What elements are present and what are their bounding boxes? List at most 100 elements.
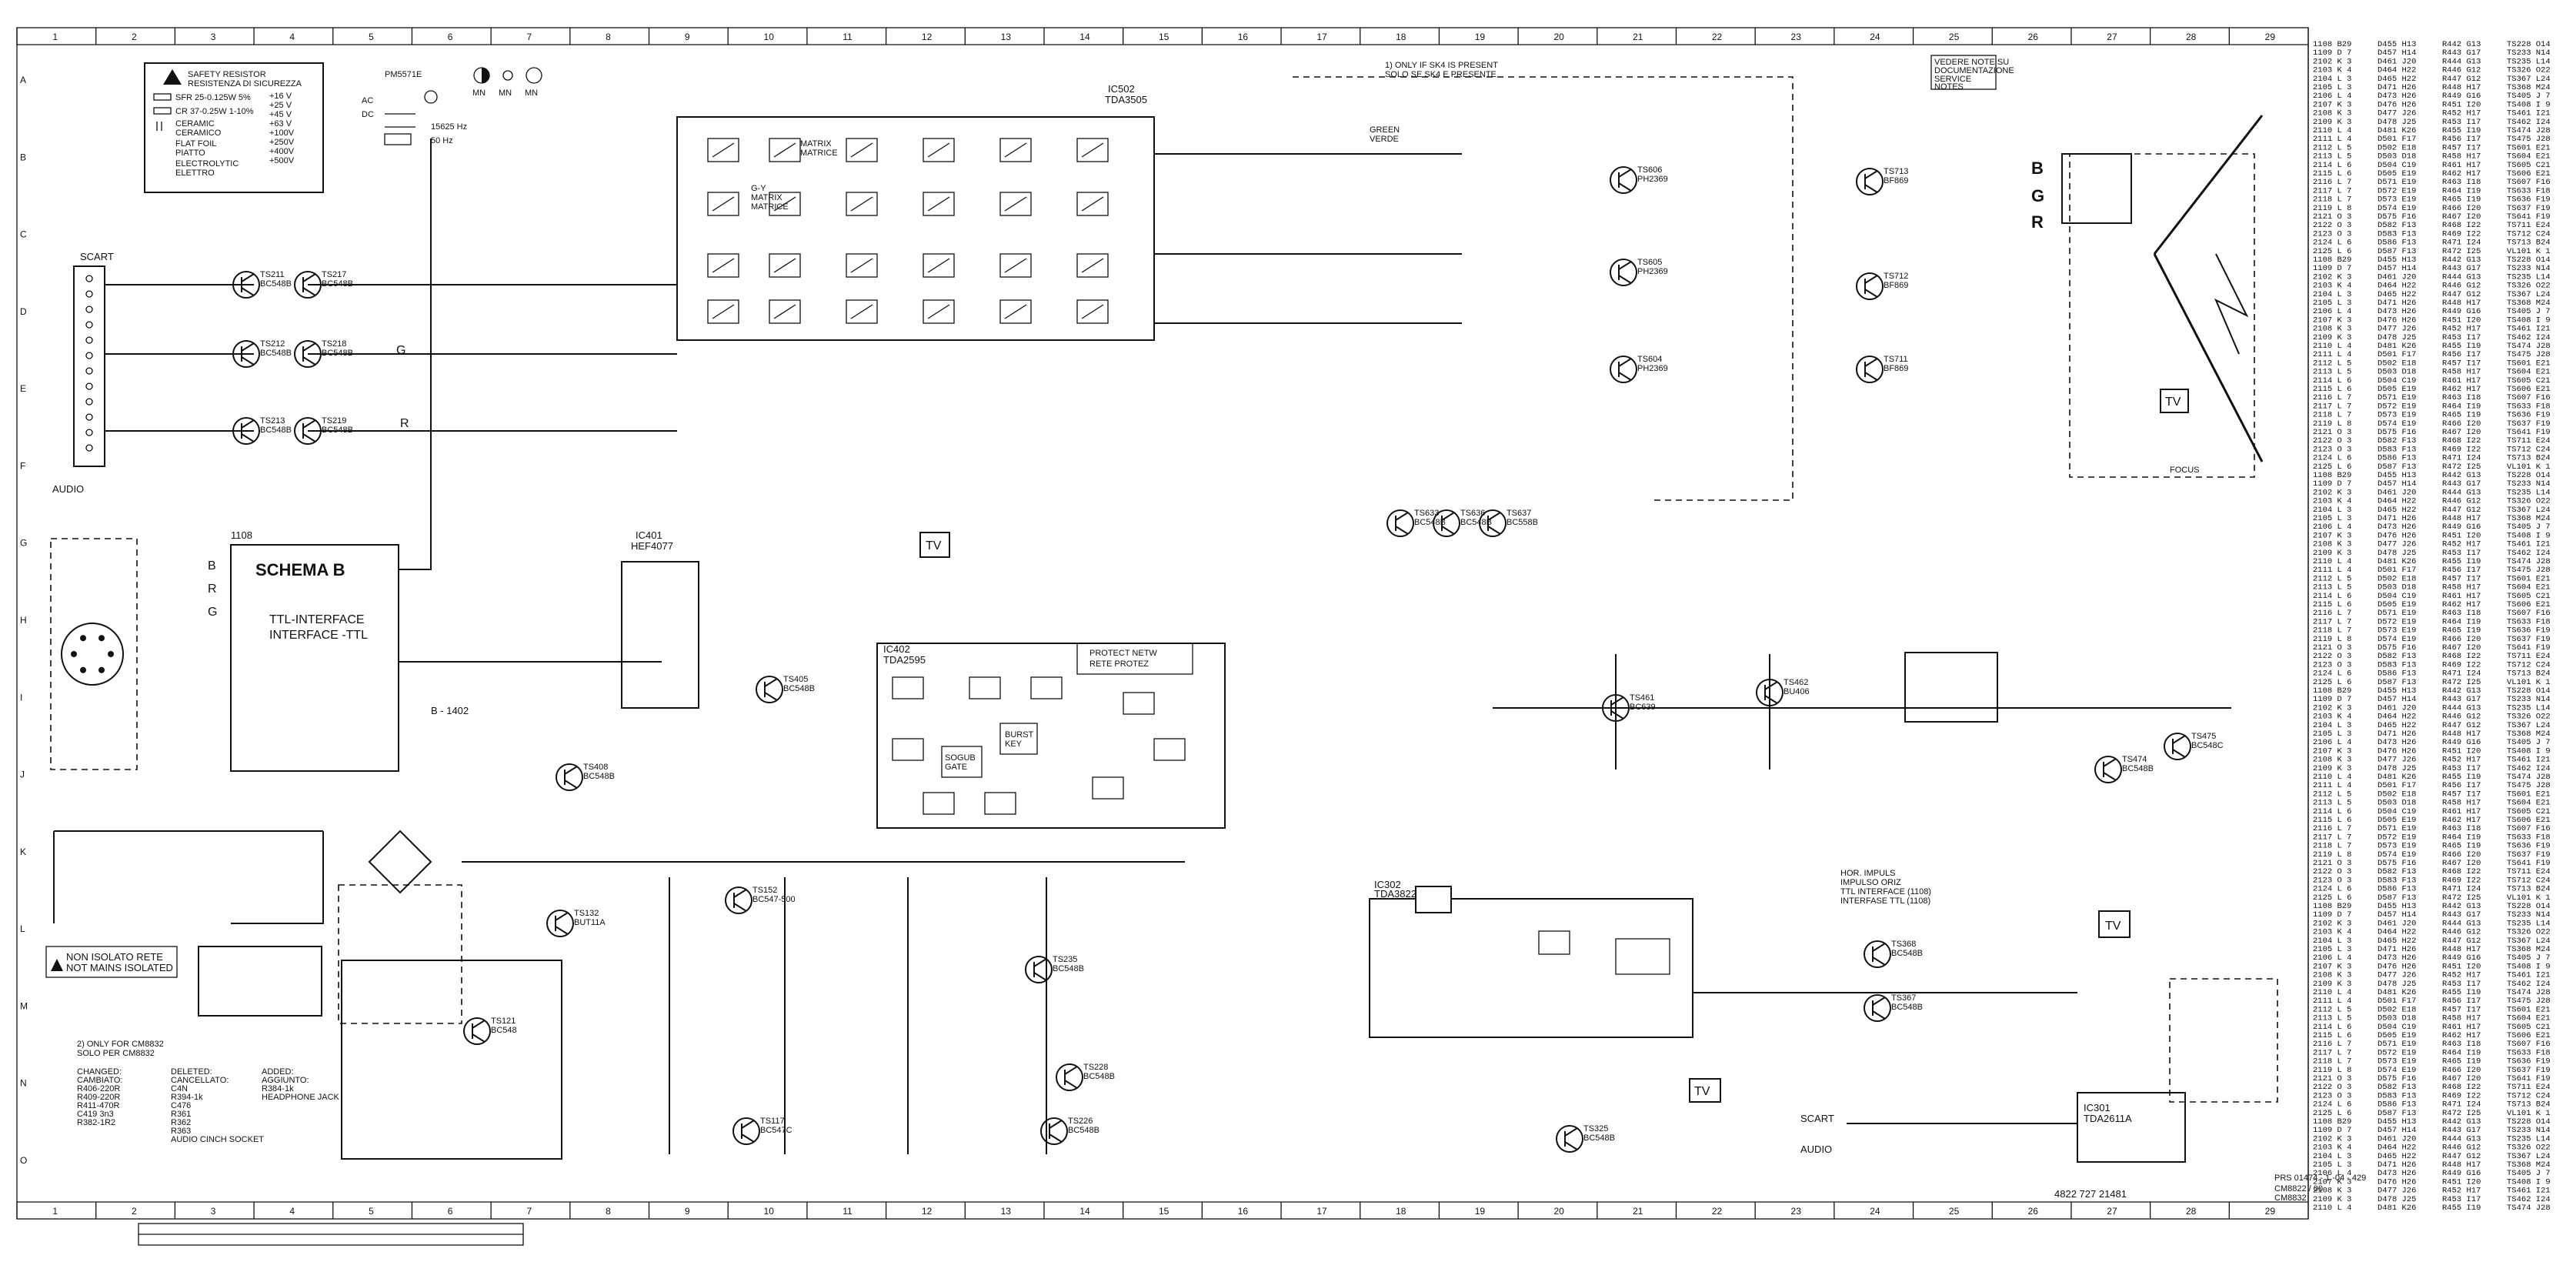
transistor-ref: TS212 <box>260 339 285 349</box>
parts-table-cell: TS601 E21 <box>2507 359 2551 368</box>
note-line: DELETED: <box>171 1067 212 1077</box>
parts-table-cell: 2104 L 3 <box>2313 1152 2351 1161</box>
parts-table-cell: R464 I19 <box>2442 617 2481 626</box>
parts-table-cell: 2103 K 4 <box>2313 282 2351 291</box>
parts-table-cell: 2124 L 6 <box>2313 454 2351 463</box>
parts-table-cell: TS462 I24 <box>2507 118 2551 127</box>
parts-table-cell: D455 H13 <box>2377 902 2416 911</box>
parts-table-cell: TS712 C24 <box>2507 229 2551 239</box>
grid-number-bottom: 23 <box>1791 1206 1802 1217</box>
hor-pulse-3: INTERFASE TTL (1108) <box>1840 896 1930 906</box>
parts-table-cell: D477 J26 <box>2377 325 2416 334</box>
transistor-type: PH2369 <box>1637 364 1668 373</box>
grid-number-top: 16 <box>1238 32 1249 42</box>
parts-table-cell: D478 J25 <box>2377 118 2416 127</box>
ic401-label: IC401 <box>636 529 662 541</box>
scart-pin <box>85 382 93 390</box>
transistor-ref: TS213 <box>260 416 285 426</box>
parts-table-cell: TS233 N14 <box>2507 1126 2551 1135</box>
parts-table-cell: TS712 C24 <box>2507 445 2551 454</box>
ic-cell <box>769 192 801 216</box>
parts-table-cell: R464 I19 <box>2442 833 2481 842</box>
transistor-type: BC548B <box>1891 949 1923 958</box>
parts-table-cell: R467 I20 <box>2442 643 2481 653</box>
only-for-1: SOLO PER CM8832 <box>77 1049 155 1058</box>
voltage-scale-item: +45 V <box>269 110 292 119</box>
parts-table-cell: D455 H13 <box>2377 686 2416 696</box>
isolation-label-1: NOT MAINS ISOLATED <box>66 962 173 973</box>
parts-table-cell: 2113 L 5 <box>2313 368 2351 377</box>
parts-table-cell: D478 J25 <box>2377 764 2416 773</box>
parts-table-cell: R449 G16 <box>2442 738 2481 747</box>
parts-table-cell: TS326 O22 <box>2507 928 2551 937</box>
parts-table-cell: 2107 K 3 <box>2313 962 2351 971</box>
ic-cell <box>769 299 801 324</box>
parts-table-cell: TS462 I24 <box>2507 1195 2551 1204</box>
parts-table-cell: TS636 F19 <box>2507 1057 2551 1067</box>
parts-table-cell: VL101 K 1 <box>2507 678 2551 687</box>
grid-number-bottom: 7 <box>526 1206 532 1217</box>
parts-table-cell: 2107 K 3 <box>2313 531 2351 540</box>
parts-table-cell: 2125 L 6 <box>2313 1109 2351 1118</box>
transistor-type: BF869 <box>1884 281 1908 290</box>
parts-table-cell: D464 H22 <box>2377 928 2416 937</box>
ic502-block: IC502 TDA3505 MATRIX MATRICE G-Y MATRIX … <box>676 83 1155 341</box>
parts-table-cell: R442 G13 <box>2442 40 2481 49</box>
transistor-type: BF869 <box>1884 364 1908 373</box>
transistor-ref: TS461 <box>1630 693 1654 703</box>
parts-table-cell: TS604 E21 <box>2507 583 2551 593</box>
parts-table-cell: TS474 J28 <box>2507 988 2551 997</box>
parts-table-cell: D572 E19 <box>2377 186 2416 195</box>
ctrl-label-1: MN <box>499 88 512 98</box>
parts-table-cell: TS462 I24 <box>2507 764 2551 773</box>
parts-table-cell: R466 I20 <box>2442 635 2481 644</box>
parts-table-cell: D457 H14 <box>2377 910 2416 920</box>
grid-letter-left: B <box>20 152 26 162</box>
legend-box: SAFETY RESISTOR RESISTENZA DI SICUREZZA … <box>144 62 324 193</box>
grid-number-bottom: 5 <box>369 1206 374 1217</box>
parts-table-cell: D572 E19 <box>2377 402 2416 411</box>
parts-table-cell: 2122 O 3 <box>2313 436 2351 446</box>
parts-table-cell: 2118 L 7 <box>2313 1057 2351 1067</box>
parts-table-cell: 2119 L 8 <box>2313 1066 2351 1075</box>
parts-table-cell: R452 H17 <box>2442 756 2481 765</box>
parts-table-cell: 2108 K 3 <box>2313 325 2351 334</box>
parts-table-cell: 2115 L 6 <box>2313 385 2351 394</box>
parts-table-cell: TS713 B24 <box>2507 669 2551 679</box>
parts-table-cell: R467 I20 <box>2442 859 2481 868</box>
parts-table-cell: D461 J20 <box>2377 57 2416 66</box>
parts-table-cell: D572 E19 <box>2377 1048 2416 1057</box>
parts-table-cell: 2124 L 6 <box>2313 669 2351 679</box>
parts-table-cell: TS368 M24 <box>2507 83 2551 92</box>
signal-legend: PM5571E AC DC 15625 Hz 50 Hz MN MN MN <box>362 67 542 145</box>
rgb-output-stage: 1) ONLY IF SK4 IS PRESENT SOLO SE SK4 E … <box>1154 61 1794 501</box>
parts-table-cell: TS461 I21 <box>2507 540 2551 549</box>
tv-badge-3-label: TV <box>2105 920 2121 933</box>
rgb-label-g-left: G <box>396 344 405 357</box>
parts-table-cell: TS475 J28 <box>2507 997 2551 1006</box>
parts-table-cell: R462 H17 <box>2442 1031 2481 1040</box>
parts-table-cell: D471 H26 <box>2377 1160 2416 1170</box>
grid-number-top: 12 <box>922 32 933 42</box>
transistor-ref: TS117 <box>760 1117 785 1126</box>
parts-table-cell: TS228 O14 <box>2507 40 2551 49</box>
parts-table-cell: 1108 B29 <box>2313 255 2351 265</box>
grid-letter-left: G <box>20 538 27 549</box>
parts-table-cell: R449 G16 <box>2442 307 2481 316</box>
scart-input-block: SCART AUDIO <box>52 251 114 495</box>
grid-number-top: 4 <box>289 32 295 42</box>
parts-table-cell: R468 I22 <box>2442 436 2481 446</box>
transistor-ref: TS121 <box>491 1017 516 1026</box>
parts-table-cell: R457 I17 <box>2442 574 2481 583</box>
parts-table-cell: 2113 L 5 <box>2313 799 2351 808</box>
parts-table-cell: D464 H22 <box>2377 1143 2416 1153</box>
video-output-transistors: TS713BF869TS712BF869TS711BF869TS606PH236… <box>1386 165 1908 537</box>
parts-table-cell: D502 E18 <box>2377 1005 2416 1014</box>
parts-table-cell: R457 I17 <box>2442 1005 2481 1014</box>
transistor-type: BF869 <box>1884 176 1908 185</box>
parts-table-cell: 2110 L 4 <box>2313 988 2351 997</box>
transistor-ref: TS226 <box>1068 1117 1093 1126</box>
transistor-ref: TS713 <box>1884 167 1908 176</box>
